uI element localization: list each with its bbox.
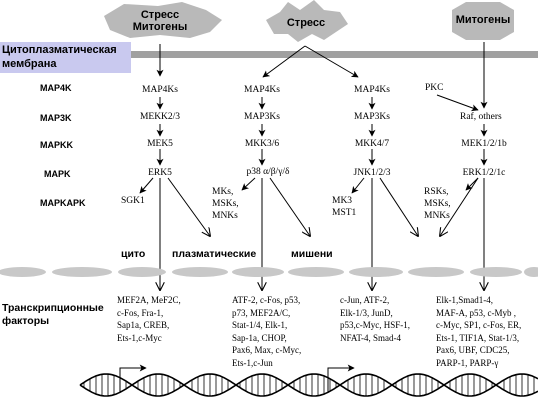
p4-mapk: ERK1/2/1c: [462, 168, 506, 178]
p4-substrate-1: RSKs,: [424, 187, 449, 197]
tf-list-3-line: Elk-1/3, JunD,: [340, 307, 393, 318]
tf-label-line-1: Транскрипционные: [2, 302, 104, 314]
p2-substrate-3: MNKs: [212, 211, 238, 221]
nuclear-membrane: [0, 267, 538, 277]
p1-mapkk: MEK5: [147, 139, 173, 149]
p1-mapk: ERK5: [148, 168, 172, 178]
tf-list-1-line: Sap1a, CREB,: [117, 320, 170, 331]
stimulus-right-label: Митогены: [455, 14, 511, 26]
p2-mapkk: MKK3/6: [244, 139, 280, 149]
tf-list-1-line: c-Fos, Fra-1,: [117, 307, 164, 318]
tf-list-4-line: c-Myc, SP1, c-Fos, ER,: [436, 320, 522, 331]
tf-list-1: MEF2A, MeF2C, c-Fos, Fra-1, Sap1a, CREB,…: [117, 294, 181, 344]
stimulus-left-label: Стресс Митогены: [133, 9, 188, 33]
tf-list-2: ATF-2, c-Fos, p53, p73, MEF2A/C, Stat-1/…: [232, 294, 301, 370]
p3-substrate-1: MK3: [332, 196, 353, 206]
tf-list-1-line: MEF2A, MeF2C,: [117, 295, 181, 305]
p2-map3k: MAP3Ks: [244, 112, 280, 122]
level-map4k: MAP4K: [40, 83, 72, 93]
stimulus-left-line-2: Митогены: [132, 21, 188, 33]
p2-map4k: MAP4Ks: [244, 85, 280, 95]
p1-substrate: SGK1: [121, 196, 145, 206]
tf-list-2-line: Sap-1a, CHOP,: [232, 332, 287, 343]
p3-substrate-2: MST1: [332, 208, 357, 218]
level-mapkapk: MAPKAPK: [40, 198, 86, 208]
stimulus-center-label: Стресс: [286, 17, 326, 29]
tf-list-2-line: Ets-1,c-Jun: [232, 357, 273, 368]
tf-list-4-line: MAF-A, p53, c-Myb ,: [436, 307, 516, 318]
level-mapkk: MAPKK: [40, 140, 73, 150]
stimulus-center-star-shape: [266, 0, 348, 42]
p4-pkc: PKC: [425, 83, 444, 93]
membrane-label-line-1: Цитоплазматическая: [2, 44, 117, 56]
tf-list-3-line: p53,c-Myc, HSF-1,: [340, 320, 410, 331]
tf-list-4-line: Elk-1,Smad1-4,: [436, 295, 493, 305]
membrane-label: Цитоплазматическая мембрана: [2, 43, 117, 71]
dna-helix: [79, 373, 538, 397]
stimulus-left-star-shape: [104, 2, 222, 38]
tf-label: Транскрипционные факторы: [2, 302, 104, 328]
tf-list-4: Elk-1,Smad1-4, MAF-A, p53, c-Myb , c-Myc…: [436, 294, 521, 370]
p4-mapkk: MEK1/2/1b: [461, 139, 507, 149]
tf-list-3-line: c-Jun, ATF-2,: [340, 295, 390, 305]
tf-label-line-2: факторы: [2, 315, 50, 327]
p3-map4k: MAP4Ks: [354, 85, 390, 95]
tf-list-1-line: Ets-1,c-Myc: [117, 332, 162, 343]
cytoplasmic-membrane-bar: [0, 51, 538, 58]
p3-mapk: JNK1/2/3: [353, 168, 391, 178]
p2-mapk: p38 α/β/γ/δ: [246, 167, 290, 177]
p1-map4k: MAP4Ks: [142, 85, 178, 95]
stimulus-right-octagon-shape: [452, 2, 514, 40]
p2-substrate-2: MSKs,: [212, 199, 239, 209]
tf-list-4-line: Pax6, UBF, CDC25,: [436, 345, 510, 356]
tf-list-3: c-Jun, ATF-2, Elk-1/3, JunD, p53,c-Myc, …: [340, 294, 410, 344]
tf-list-2-line: Pax6, Max, c-Myc,: [232, 345, 302, 356]
tf-list-4-line: Ets-1, TIF1A, Stat-1/3,: [436, 332, 520, 343]
level-map3k: MAP3K: [40, 113, 72, 123]
p1-map3k: MEKK2/3: [139, 112, 181, 122]
targets-word-2: плазматические: [172, 248, 257, 260]
tf-list-3-line: NFAT-4, Smad-4: [340, 332, 402, 343]
p4-map3k: Raf, others: [460, 112, 502, 122]
targets-word-3: мишени: [291, 248, 333, 260]
stimulus-left-line-1: Стресс: [140, 9, 180, 21]
membrane-label-background: [0, 42, 131, 73]
p4-substrate-2: MSKs,: [424, 199, 451, 209]
membrane-label-line-2: мембрана: [2, 58, 57, 70]
tf-list-4-line: PARP-1, PARP-γ: [436, 357, 499, 368]
p4-substrate-3: MNKs: [424, 211, 450, 221]
tf-list-2-line: p73, MEF2A/C,: [232, 307, 291, 318]
level-mapk: MAPK: [44, 169, 71, 179]
p2-substrate-1: MKs,: [212, 187, 234, 197]
tf-list-2-line: Stat-1/4, Elk-1,: [232, 320, 288, 331]
targets-word-1: цито: [121, 248, 146, 260]
tf-list-2-line: ATF-2, c-Fos, p53,: [232, 295, 301, 305]
p3-map3k: MAP3Ks: [354, 112, 390, 122]
p3-mapkk: MKK4/7: [354, 139, 390, 149]
